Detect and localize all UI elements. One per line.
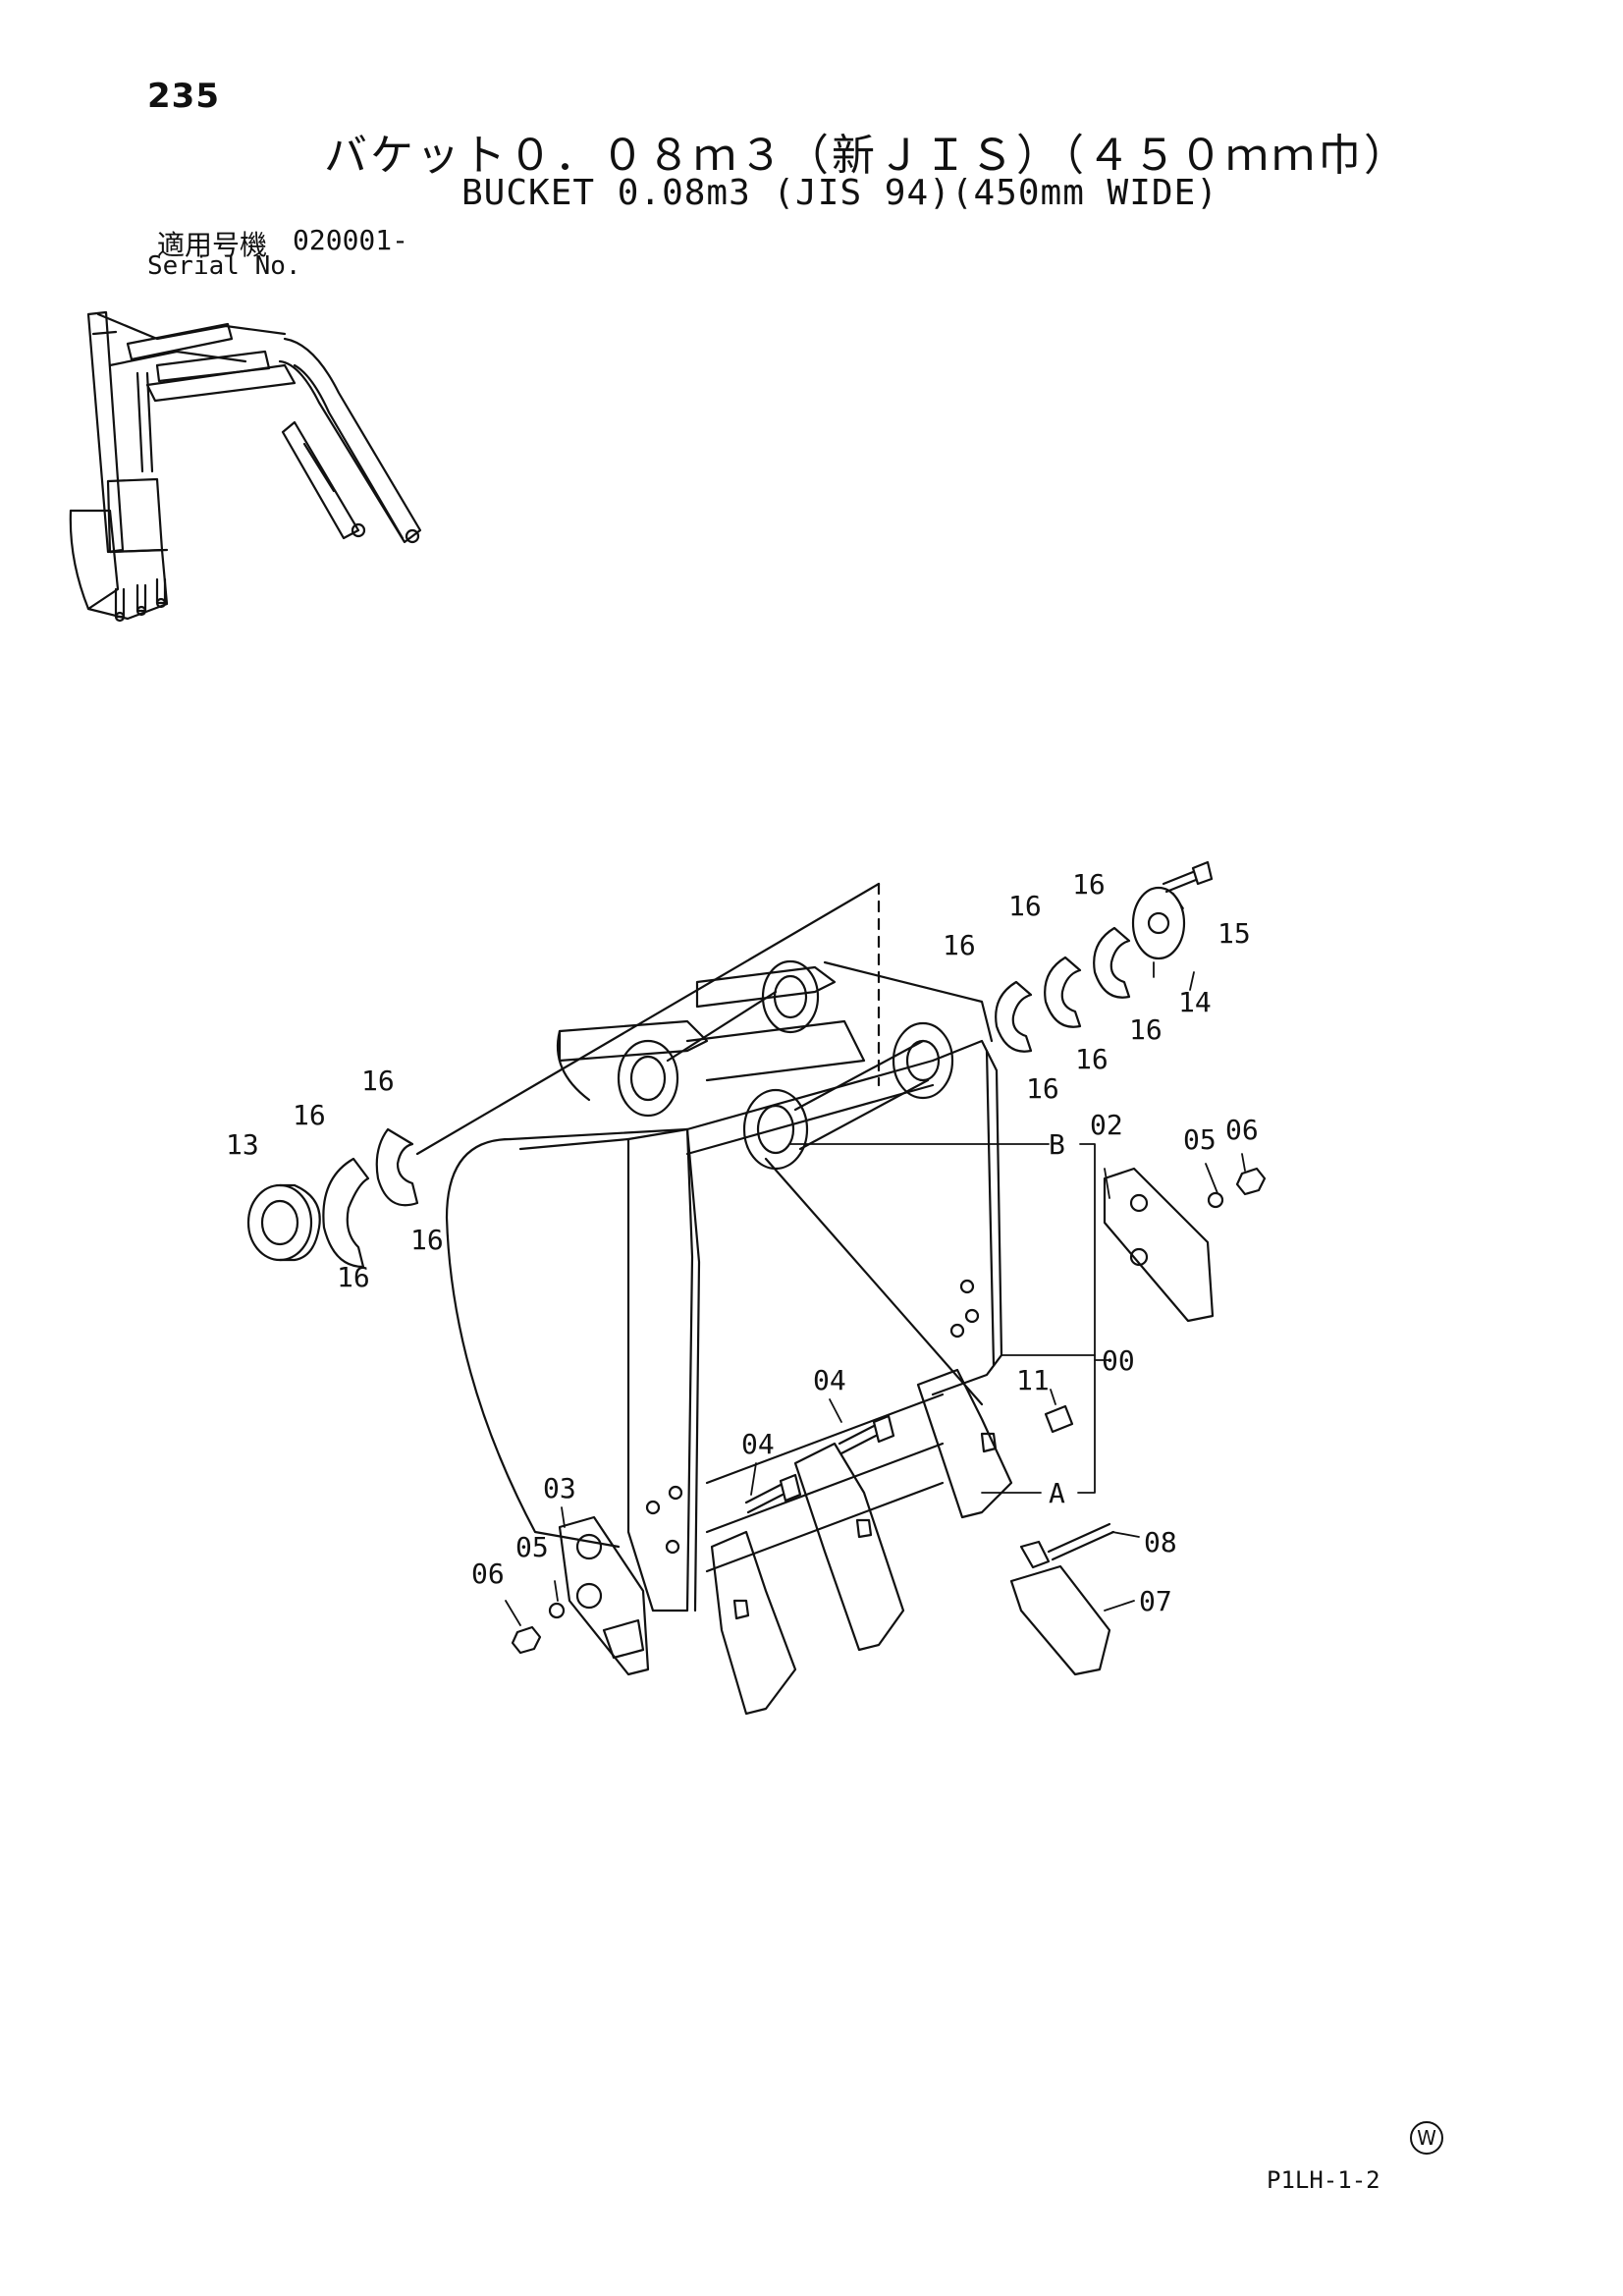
label-06-a: 06 (1225, 1114, 1259, 1146)
bolt-04-a (744, 1473, 802, 1514)
label-04-b: 04 (813, 1364, 846, 1396)
label-16-5: 16 (1072, 868, 1106, 901)
label-05-a: 05 (1183, 1123, 1217, 1156)
nut-06-right (1235, 1167, 1267, 1196)
label-05-b: 05 (515, 1531, 549, 1563)
label-00: 00 (1102, 1344, 1135, 1377)
plate-14 (1131, 886, 1186, 960)
serial-number-value: 020001- (293, 224, 409, 256)
label-14: 14 (1178, 986, 1212, 1018)
label-b: B (1049, 1128, 1065, 1161)
label-16-3: 16 (410, 1224, 444, 1256)
bolt-15 (1162, 860, 1214, 894)
label-16-7: 16 (943, 929, 976, 961)
tooth-07 (1009, 1540, 1111, 1676)
shims-16-left (322, 1127, 419, 1269)
washer-05-left (548, 1602, 566, 1619)
label-04-a: 04 (741, 1428, 775, 1460)
pin-08 (1047, 1522, 1115, 1561)
title-japanese: バケット０．０８ｍ３（新ＪＩＳ）（４５０ｍｍ巾） (324, 131, 1410, 181)
bolt-04-b (838, 1414, 895, 1455)
label-03: 03 (543, 1472, 576, 1504)
bucket-body (415, 882, 1013, 1716)
label-16-8: 16 (1129, 1013, 1163, 1046)
side-cutter-right (1103, 1167, 1215, 1323)
label-16-2: 16 (293, 1099, 326, 1131)
label-06-b: 06 (471, 1558, 505, 1590)
label-16-10: 16 (1026, 1072, 1059, 1105)
label-08: 08 (1144, 1526, 1177, 1558)
block-11 (1044, 1404, 1074, 1434)
nut-06-left (511, 1625, 542, 1655)
page-number: 235 (147, 77, 220, 116)
label-11: 11 (1016, 1364, 1050, 1396)
serial-label-japanese: 適用号機 (157, 229, 268, 261)
part-labels: B A 00 02 03 04 04 05 05 06 06 07 08 11 … (226, 868, 1259, 1617)
bushing-13 (246, 1183, 321, 1262)
washer-05-right (1207, 1191, 1224, 1209)
label-16-9: 16 (1075, 1043, 1109, 1075)
label-02: 02 (1090, 1109, 1123, 1141)
label-07: 07 (1139, 1585, 1172, 1617)
title-english: BUCKET 0.08m3 (JIS 94)(450mm WIDE) (461, 173, 1218, 213)
label-15: 15 (1217, 917, 1251, 950)
label-16-6: 16 (1008, 890, 1042, 922)
label-16-1: 16 (361, 1065, 395, 1097)
edition-mark: W (1410, 2121, 1443, 2155)
label-a: A (1049, 1477, 1065, 1509)
label-16-4: 16 (337, 1261, 370, 1293)
shims-16-right (995, 926, 1131, 1053)
drawing-code: P1LH-1-2 (1267, 2166, 1380, 2194)
excavator-arm-thumbnail (69, 310, 422, 623)
label-13: 13 (226, 1128, 259, 1161)
side-cutter-left (558, 1515, 650, 1676)
leader-lines (505, 893, 1246, 1626)
serial-label-english: Serial No. (147, 251, 301, 281)
